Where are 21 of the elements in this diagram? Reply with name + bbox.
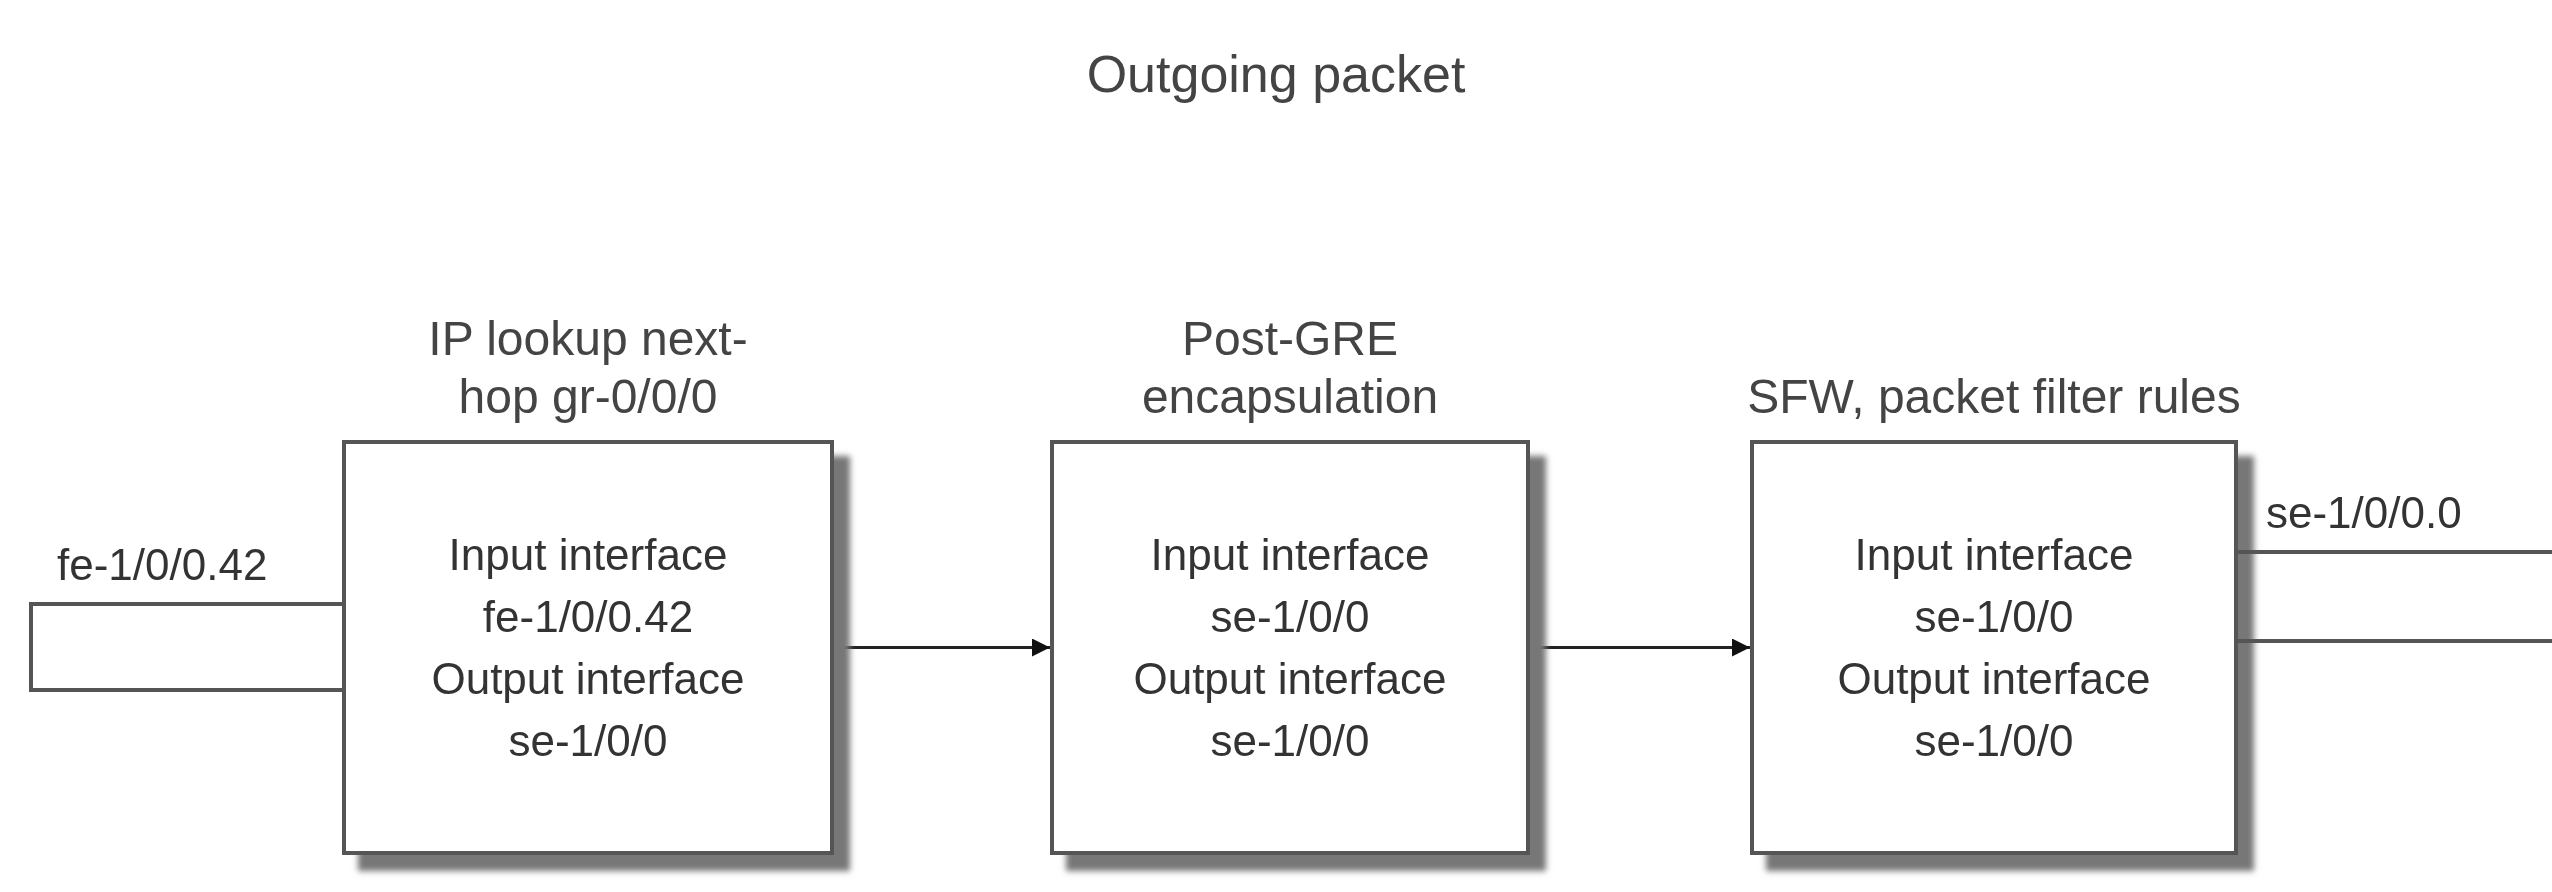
interface-text: Output interface [1133, 652, 1447, 705]
stage-heading: IP lookup next-hop gr-0/0/0 [427, 311, 749, 425]
interface-text: se-1/0/0 [1210, 714, 1370, 767]
stage-heading: SFW, packet filter rules [1746, 369, 2242, 425]
interface-text: Output interface [431, 652, 745, 705]
stage-heading: Post-GRE encapsulation [1140, 311, 1440, 425]
interface-label: se-1/0/0.0 [2266, 488, 2462, 538]
interface-text: Input interface [448, 528, 728, 581]
interface-text: fe-1/0/0.42 [482, 590, 694, 643]
arrow [1530, 638, 1750, 657]
interface-label: fe-1/0/0.42 [57, 540, 268, 590]
interface-text: se-1/0/0 [1210, 590, 1370, 643]
diagram-title: Outgoing packet [1085, 44, 1467, 104]
interface-text: Input interface [1854, 528, 2134, 581]
interface-text: Input interface [1150, 528, 1430, 581]
interface-text: se-1/0/0 [508, 714, 668, 767]
interface-text: se-1/0/0 [1914, 714, 2074, 767]
interface-text: Output interface [1837, 652, 2151, 705]
arrow [834, 638, 1050, 657]
interface-text: se-1/0/0 [1914, 590, 2074, 643]
interface-tube [2238, 550, 2552, 643]
